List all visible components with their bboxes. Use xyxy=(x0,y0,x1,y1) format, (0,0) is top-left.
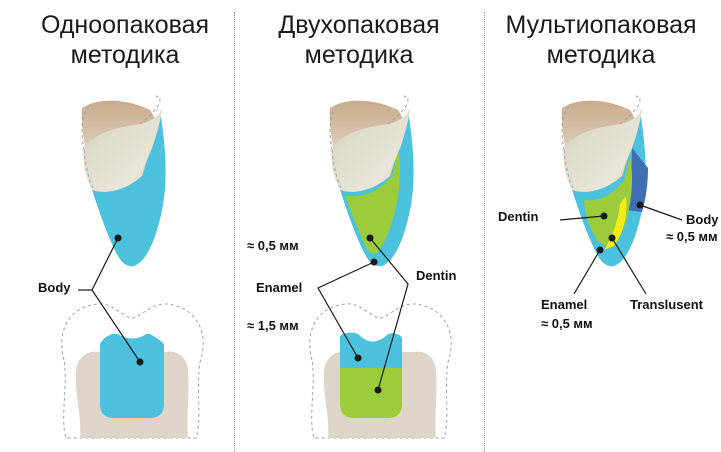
p1-body-label: Body xyxy=(38,280,71,296)
panel-1-tooth xyxy=(62,96,203,438)
dentin-material xyxy=(340,368,402,418)
p2-dentin-label: Dentin xyxy=(416,268,456,284)
body-material xyxy=(100,334,164,418)
p2-thickness-top-label: ≈ 0,5 мм xyxy=(247,238,299,254)
p3-body-label: Body xyxy=(686,212,719,228)
p2-enamel-label: Enamel xyxy=(256,280,302,296)
p3-enamel-thickness-label: ≈ 0,5 мм xyxy=(541,316,593,332)
panel-3-tooth xyxy=(560,96,682,294)
p3-dentin-label: Dentin xyxy=(498,209,538,225)
body-leader-line xyxy=(640,205,682,220)
enamel-leader-line xyxy=(574,250,600,294)
p3-enamel-label: Enamel xyxy=(541,297,587,313)
p2-thickness-bottom-label: ≈ 1,5 мм xyxy=(247,318,299,334)
p3-body-thickness-label: ≈ 0,5 мм xyxy=(666,229,718,245)
panel-2-tooth xyxy=(310,96,451,438)
p3-translusent-label: Translusent xyxy=(630,297,703,313)
